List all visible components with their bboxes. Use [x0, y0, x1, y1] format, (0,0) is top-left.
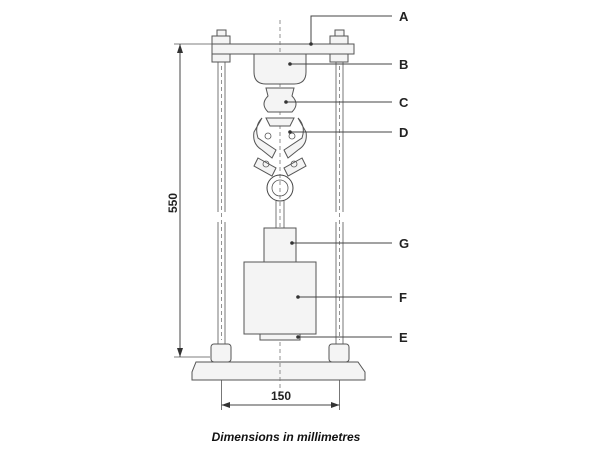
mould-body [243, 261, 317, 335]
callout-e: E [399, 330, 408, 345]
callout-f: F [399, 290, 407, 305]
callout-leaders [284, 15, 392, 339]
top-crossbar [211, 43, 355, 55]
width-dimension-line [221, 402, 340, 408]
swivel-block [253, 53, 307, 85]
ring-shackle [266, 174, 294, 228]
left-tie-rod [210, 29, 232, 410]
callout-d: D [399, 125, 408, 140]
callout-a: A [399, 9, 409, 24]
figure-caption: Dimensions in millimetres [212, 430, 361, 444]
callout-g: G [399, 236, 409, 251]
specimen-upper [263, 227, 297, 263]
height-dimension-label: 550 [166, 193, 180, 213]
right-tie-rod [328, 29, 350, 410]
callout-b: B [399, 57, 408, 72]
grip-jaws [253, 117, 307, 177]
width-dimension-label: 150 [271, 389, 291, 403]
coupling [263, 87, 297, 113]
callout-c: C [399, 95, 409, 110]
base-pad [259, 333, 301, 341]
height-dimension-line [174, 43, 212, 358]
base-plate [191, 361, 366, 381]
